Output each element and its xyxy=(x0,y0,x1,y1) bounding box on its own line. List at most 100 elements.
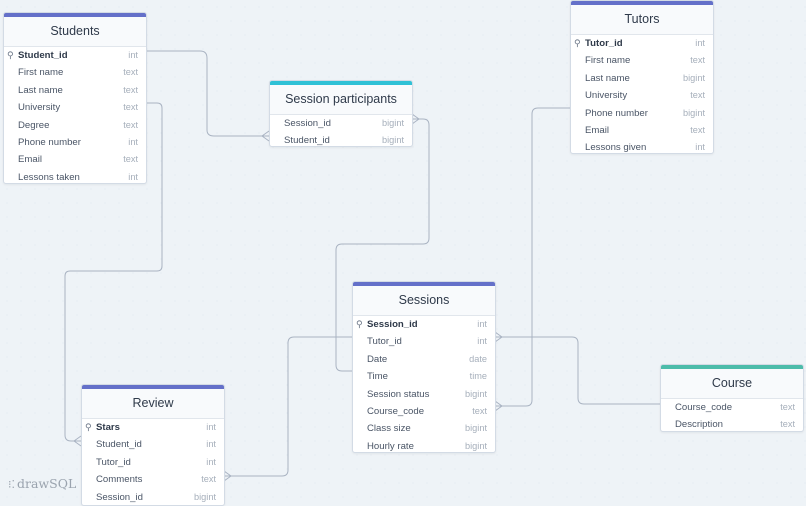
key-icon: ⚲ xyxy=(574,38,581,48)
table-column-row[interactable]: Hourly rate bigint xyxy=(353,438,495,452)
column-name: Phone number xyxy=(585,107,648,119)
column-name: Time xyxy=(367,371,388,383)
column-type: bigint xyxy=(382,135,404,146)
crowfoot-session-tutor xyxy=(494,400,503,412)
column-type: text xyxy=(123,84,138,95)
column-type: bigint xyxy=(465,388,487,399)
table-column-row[interactable]: Session_id bigint xyxy=(270,115,412,132)
column-name: Student_id xyxy=(96,439,142,451)
column-name: Lessons given xyxy=(585,142,647,154)
column-name: Hourly rate xyxy=(367,440,414,452)
column-type: text xyxy=(780,402,795,412)
column-type: bigint xyxy=(683,107,705,118)
table-accent-bar xyxy=(661,365,803,369)
column-name: Description xyxy=(675,419,723,431)
column-type: bigint xyxy=(194,491,216,502)
column-type: int xyxy=(695,142,705,153)
table-accent-bar xyxy=(571,1,713,5)
crowfoot-review-session xyxy=(223,470,232,482)
column-type: text xyxy=(472,405,487,416)
table-title: Review xyxy=(82,389,224,419)
table-accent-bar xyxy=(82,385,224,389)
table-column-row[interactable]: Student_id int xyxy=(82,436,224,453)
column-name: Degree xyxy=(18,119,50,131)
table-accent-bar xyxy=(270,81,412,85)
table-column-row[interactable]: Comments text xyxy=(82,471,224,488)
table-title: Tutors xyxy=(571,5,713,35)
column-type: int xyxy=(128,50,138,60)
drawsql-logo[interactable]: ⁝⁚drawSQL xyxy=(8,476,76,491)
column-name: Lessons taken xyxy=(18,171,80,183)
column-name: First name xyxy=(18,67,64,79)
column-type: text xyxy=(201,474,216,485)
column-type: text xyxy=(690,90,705,101)
column-type: date xyxy=(469,353,487,364)
crowfoot-review-student xyxy=(73,435,82,447)
column-name: Student_id xyxy=(18,50,68,61)
column-type: bigint xyxy=(382,118,404,128)
table-accent-bar xyxy=(353,282,495,286)
column-type: int xyxy=(128,136,138,147)
table-title: Students xyxy=(4,17,146,47)
column-name: Session_id xyxy=(284,118,331,129)
key-icon: ⚲ xyxy=(85,422,92,432)
column-name: University xyxy=(18,102,61,114)
column-name: Session_id xyxy=(367,319,418,330)
column-name: Email xyxy=(585,124,609,136)
column-type: text xyxy=(123,119,138,130)
link-student-participant xyxy=(146,50,269,137)
table-accent-bar xyxy=(4,13,146,17)
table-column-row[interactable]: Phone number bigint xyxy=(571,105,713,122)
column-type: text xyxy=(123,154,138,165)
logo-text: drawSQL xyxy=(17,476,77,491)
column-type: int xyxy=(206,439,216,450)
column-name: First name xyxy=(585,55,631,67)
column-type: int xyxy=(206,456,216,467)
table-column-row[interactable]: Lessons given int xyxy=(571,139,713,154)
column-type: int xyxy=(128,171,138,182)
column-type: bigint xyxy=(465,440,487,451)
table-column-row[interactable]: Degree text xyxy=(4,117,146,134)
column-name: Comments xyxy=(96,474,143,486)
table-title: Sessions xyxy=(353,286,495,316)
table-column-row[interactable]: Lessons taken int xyxy=(4,169,146,183)
link-review-session xyxy=(224,336,353,477)
table-title: Course xyxy=(661,369,803,399)
column-type: bigint xyxy=(683,72,705,83)
column-name: Class size xyxy=(367,423,411,435)
